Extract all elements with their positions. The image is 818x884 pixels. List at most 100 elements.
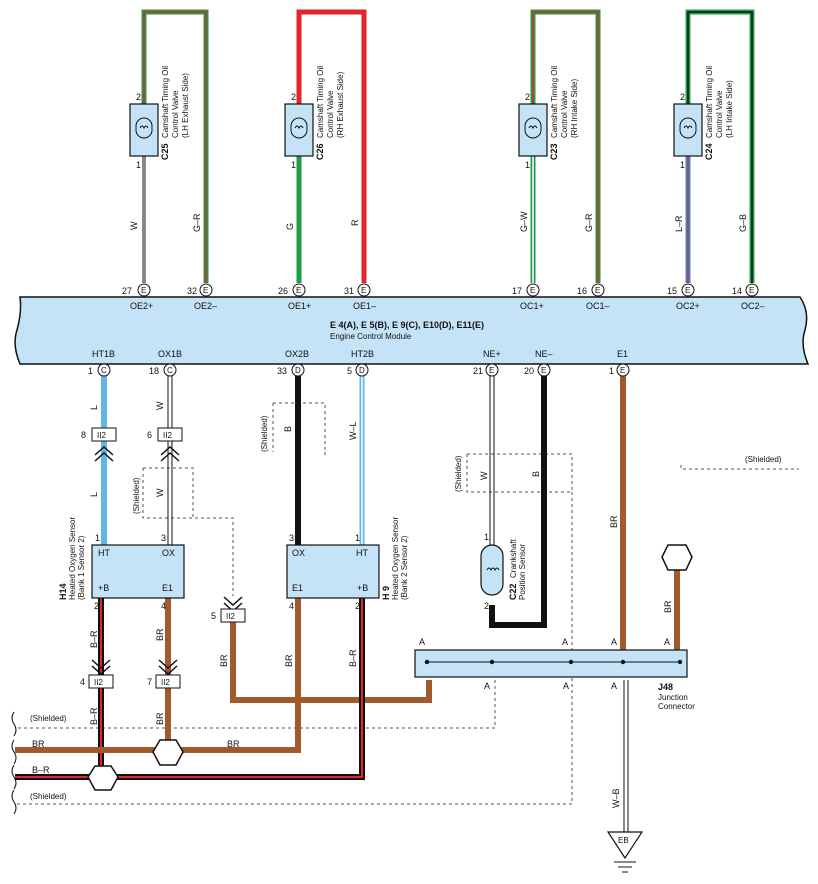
- ecm-top-pin-16: E 16 OC1–: [577, 283, 610, 311]
- svg-text:1: 1: [609, 366, 614, 376]
- svg-text:Control Valve: Control Valve: [560, 90, 569, 138]
- svg-text:BR: BR: [32, 739, 45, 749]
- sensor-h9-label: H 9 Heated Oxygen Sensor (Bank 2 Sensor …: [381, 517, 409, 600]
- c26-pin-bottom: 1: [291, 160, 296, 170]
- sensor-c22-label: C22 Crankshaft Position Sensor: [508, 539, 527, 600]
- svg-text:Control Valve: Control Valve: [715, 90, 724, 138]
- svg-text:C22: C22: [508, 583, 518, 600]
- svg-text:Heated Oxygen Sensor: Heated Oxygen Sensor: [391, 517, 400, 600]
- svg-text:6: 6: [147, 430, 152, 440]
- sensor-c22: 1 2: [480, 532, 504, 611]
- ecm-top-pin-32: E 32 OE2–: [187, 283, 217, 311]
- svg-text:+B: +B: [98, 583, 109, 593]
- ecm-bottom-pin-1c: C 1: [88, 363, 111, 377]
- svg-text:(Shielded): (Shielded): [30, 792, 67, 801]
- svg-text:OE1+: OE1+: [288, 301, 311, 311]
- svg-text:E1: E1: [292, 583, 303, 593]
- svg-text:16: 16: [577, 286, 587, 296]
- svg-text:OE2+: OE2+: [130, 301, 153, 311]
- ecm-label-ox1b: OX1B: [158, 349, 182, 359]
- svg-text:W: W: [155, 401, 165, 410]
- ground-eb: EB: [606, 831, 644, 873]
- ecm-top-pin-17: E 17 OC1+: [512, 283, 544, 311]
- svg-text:B–R: B–R: [32, 765, 50, 775]
- svg-text:4: 4: [161, 601, 166, 611]
- svg-text:Camshaft Timing Oil: Camshaft Timing Oil: [161, 66, 170, 138]
- svg-text:BR: BR: [219, 654, 229, 667]
- svg-text:18: 18: [149, 366, 159, 376]
- svg-text:20: 20: [524, 366, 534, 376]
- svg-text:21: 21: [473, 366, 483, 376]
- svg-text:C: C: [101, 366, 107, 375]
- valve-c24: [673, 103, 703, 157]
- svg-text:II2: II2: [161, 678, 170, 687]
- svg-text:BR: BR: [155, 628, 165, 641]
- ecm-bottom-pin-5d: D 5: [347, 363, 369, 377]
- svg-text:Control Valve: Control Valve: [171, 90, 180, 138]
- valve-c23: [518, 103, 548, 157]
- svg-text:G–R: G–R: [192, 213, 202, 232]
- svg-text:OE1–: OE1–: [353, 301, 376, 311]
- ecm-top-pin-26: E 26 OE1+: [278, 283, 311, 311]
- c23-label: C23 Camshaft Timing Oil Control Valve (R…: [549, 66, 579, 160]
- svg-text:26: 26: [278, 286, 288, 296]
- svg-text:G: G: [285, 223, 295, 230]
- svg-text:G–W: G–W: [519, 211, 529, 232]
- svg-text:Heated Oxygen Sensor: Heated Oxygen Sensor: [68, 517, 77, 600]
- ecm-bottom-pin-21e: E 21: [473, 363, 499, 377]
- svg-text:E: E: [685, 286, 690, 295]
- svg-text:H 9: H 9: [381, 586, 391, 600]
- ii2-connector-4: II2 4: [80, 659, 114, 689]
- break-marks: [11, 711, 17, 815]
- c24-pin-bottom: 1: [680, 160, 685, 170]
- svg-text:Control Valve: Control Valve: [326, 90, 335, 138]
- svg-text:A: A: [563, 681, 569, 691]
- ecm-bottom-pin-33d: D 33: [277, 363, 305, 377]
- c26-wires: [296, 9, 367, 283]
- valve-c25: [129, 103, 159, 157]
- svg-text:8: 8: [81, 430, 86, 440]
- svg-text:OC2–: OC2–: [741, 301, 765, 311]
- ecm-label-e1: E1: [617, 349, 628, 359]
- svg-text:W: W: [129, 221, 139, 230]
- svg-text:4: 4: [80, 677, 85, 687]
- svg-text:E: E: [620, 366, 625, 375]
- svg-text:33: 33: [277, 366, 287, 376]
- svg-text:OX: OX: [292, 548, 305, 558]
- svg-text:(Shielded): (Shielded): [260, 415, 269, 452]
- ecm-name: Engine Control Module: [330, 332, 412, 341]
- ecm-bottom-pin-20e: E 20: [524, 363, 551, 377]
- svg-text:3: 3: [289, 533, 294, 543]
- ecm-label-ht2b: HT2B: [351, 349, 374, 359]
- shield-ground-h14: [152, 739, 184, 766]
- svg-text:Camshaft Timing Oil: Camshaft Timing Oil: [316, 66, 325, 138]
- svg-text:1: 1: [355, 533, 360, 543]
- svg-text:(RH Intake Side): (RH Intake Side): [570, 79, 579, 138]
- c24-pin-top: 2: [680, 92, 685, 102]
- wire-ne-minus: [489, 376, 547, 628]
- svg-text:OE2–: OE2–: [194, 301, 217, 311]
- c26-pin-top: 2: [291, 92, 296, 102]
- sensor-h14-label: H14 Heated Oxygen Sensor (Bank 1 Sensor …: [58, 517, 86, 600]
- svg-text:B: B: [283, 426, 293, 432]
- c25-label: C25 Camshaft Timing Oil Control Valve (L…: [160, 66, 190, 160]
- sensor-h9: OX HT E1 +B 3 1 4 2: [286, 533, 380, 611]
- ecm-bottom-pin-1e: E 1: [609, 363, 630, 377]
- svg-text:2: 2: [94, 601, 99, 611]
- svg-text:A: A: [611, 681, 617, 691]
- svg-text:1: 1: [88, 366, 93, 376]
- svg-text:A: A: [611, 637, 617, 647]
- svg-text:II2: II2: [226, 612, 235, 621]
- ecm-label-ht1b: HT1B: [92, 349, 115, 359]
- c24-label: C24 Camshaft Timing Oil Control Valve (L…: [704, 66, 734, 160]
- svg-text:E: E: [595, 286, 600, 295]
- svg-text:(Shielded): (Shielded): [745, 455, 782, 464]
- svg-text:EB: EB: [618, 836, 629, 845]
- svg-text:31: 31: [344, 286, 354, 296]
- svg-text:D: D: [295, 366, 301, 375]
- svg-text:5: 5: [347, 366, 352, 376]
- svg-text:5: 5: [211, 611, 216, 621]
- svg-text:A: A: [664, 637, 670, 647]
- svg-text:14: 14: [732, 286, 742, 296]
- svg-text:J48: J48: [658, 682, 673, 692]
